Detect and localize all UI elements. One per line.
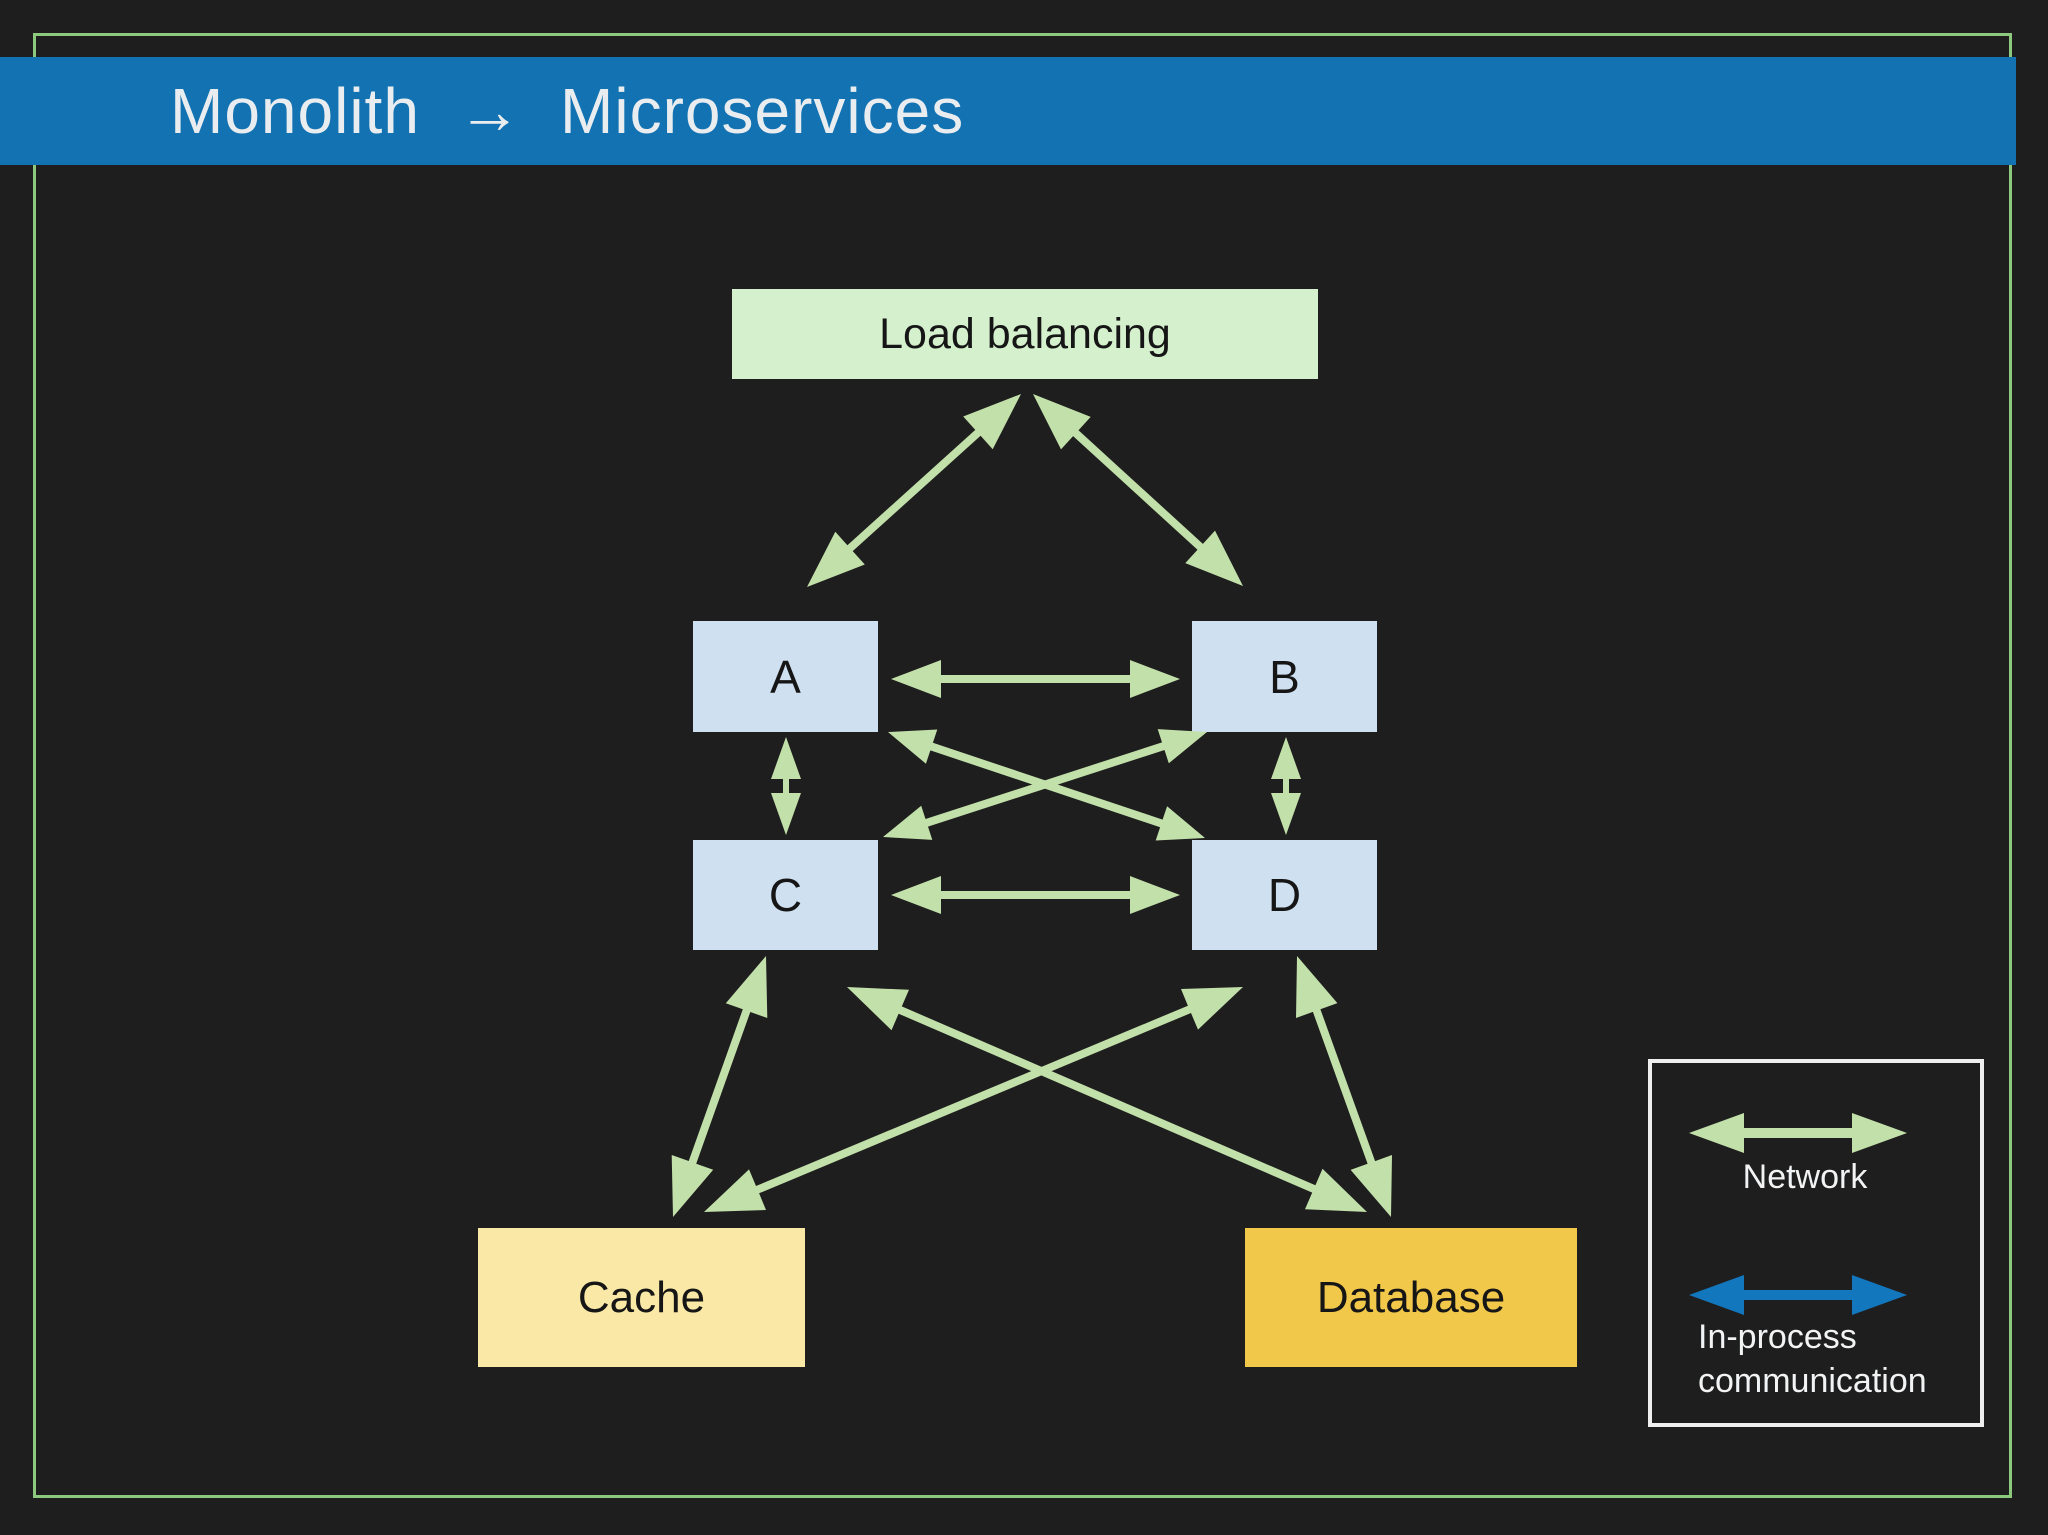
title-bar: Monolith → Microservices	[0, 57, 2016, 165]
node-database: Database	[1245, 1228, 1577, 1367]
node-service-a-label: A	[770, 650, 801, 703]
node-service-a: A	[693, 621, 878, 732]
node-service-c: C	[693, 840, 878, 950]
node-service-d-label: D	[1267, 869, 1302, 921]
node-service-c-label: C	[768, 869, 803, 921]
node-service-b-label: B	[1269, 650, 1300, 703]
slide-title: Monolith → Microservices	[170, 75, 965, 147]
node-load-balancing-label: Load balancing	[879, 309, 1171, 358]
node-database-label: Database	[1316, 1272, 1506, 1322]
node-load-balancing: Load balancing	[732, 289, 1318, 379]
node-cache: Cache	[478, 1228, 805, 1367]
node-service-d: D	[1192, 840, 1377, 950]
node-service-b: B	[1192, 621, 1377, 732]
legend-label-in-process: In-process communication	[1698, 1318, 1927, 1401]
legend: Network In-process communication	[1648, 1059, 1984, 1427]
legend-label-network: Network	[1742, 1158, 1868, 1196]
slide-border-frame	[33, 33, 2012, 1498]
node-cache-label: Cache	[577, 1272, 706, 1322]
